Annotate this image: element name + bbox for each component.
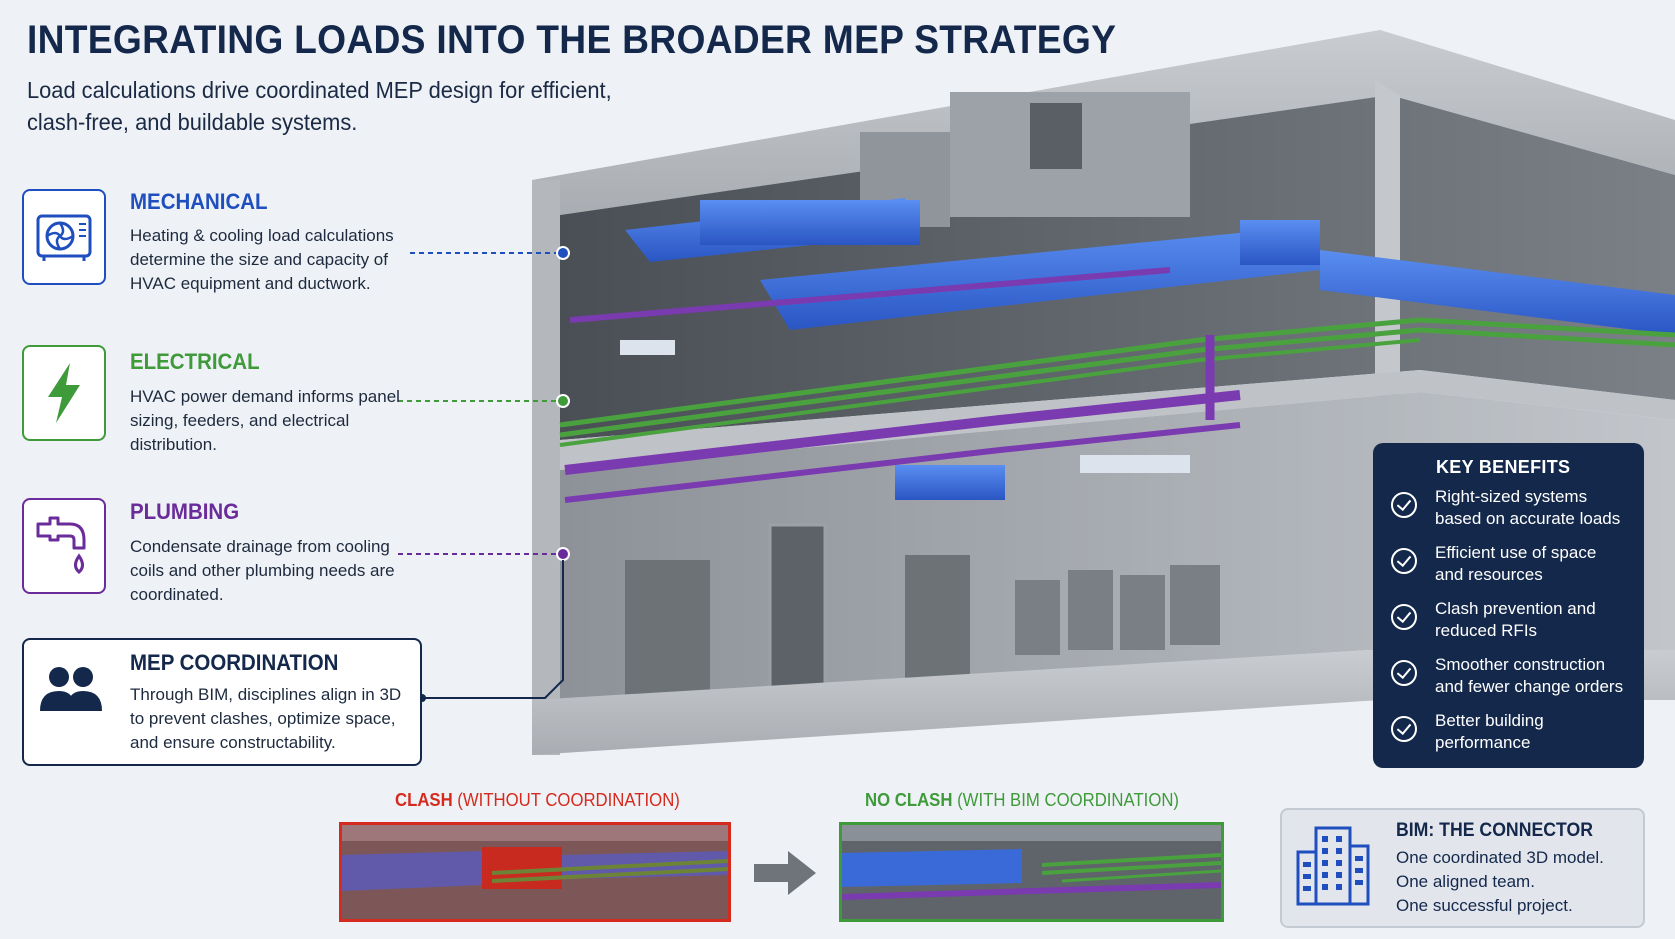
benefit-text: Right-sized systems based on accurate lo… — [1435, 487, 1621, 528]
electrical-text: HVAC power demand informs panel sizing, … — [130, 387, 400, 454]
electrical-title: ELECTRICAL — [130, 349, 260, 374]
plumbing-text: Condensate drainage from cooling coils a… — [130, 537, 395, 604]
benefit-item: Better building performance — [1391, 710, 1628, 754]
bim-line: One successful project. — [1396, 896, 1573, 915]
check-circle-icon — [1391, 660, 1417, 686]
check-circle-icon — [1391, 716, 1417, 742]
clash-label-detail: (WITHOUT COORDINATION) — [452, 790, 680, 810]
electrical-icon-box — [22, 345, 106, 441]
mechanical-text: Heating & cooling load calculations dete… — [130, 226, 394, 293]
bim-connector-title: BIM: THE CONNECTOR — [1396, 820, 1593, 841]
team-icon — [40, 667, 102, 711]
key-benefits-panel: KEY BENEFITS Right-sized systems based o… — [1373, 443, 1644, 768]
mechanical-title: MECHANICAL — [130, 189, 268, 214]
plumbing-icon-box — [22, 498, 106, 594]
benefit-text: Smoother construction and fewer change o… — [1435, 655, 1624, 696]
bim-line: One coordinated 3D model. — [1396, 848, 1604, 867]
benefit-item: Smoother construction and fewer change o… — [1391, 654, 1628, 698]
clash-scene-image — [342, 825, 728, 919]
no-clash-label-detail: (WITH BIM COORDINATION) — [952, 790, 1180, 810]
check-circle-icon — [1391, 492, 1417, 518]
page-title: INTEGRATING LOADS INTO THE BROADER MEP S… — [27, 18, 1117, 62]
check-circle-icon — [1391, 548, 1417, 574]
mep-coordination-text: Through BIM, disciplines align in 3D to … — [130, 685, 402, 752]
benefit-item: Efficient use of space and resources — [1391, 542, 1628, 586]
bim-line: One aligned team. — [1396, 872, 1535, 891]
check-circle-icon — [1391, 604, 1417, 630]
building-icon — [1296, 826, 1370, 906]
mep-coordination-title: MEP COORDINATION — [130, 650, 339, 675]
benefit-text: Better building performance — [1435, 711, 1544, 752]
mechanical-icon-box — [22, 189, 106, 285]
plumbing-title: PLUMBING — [130, 499, 240, 524]
no-clash-scene-image — [842, 825, 1221, 919]
benefit-item: Clash prevention and reduced RFIs — [1391, 598, 1628, 642]
arrow-right-icon — [754, 851, 816, 895]
benefit-text: Clash prevention and reduced RFIs — [1435, 599, 1596, 640]
page-subtitle: Load calculations drive coordinated MEP … — [27, 77, 612, 135]
no-clash-thumbnail — [839, 822, 1224, 922]
benefit-item: Right-sized systems based on accurate lo… — [1391, 486, 1628, 530]
hvac-unit-icon — [36, 214, 92, 261]
faucet-drop-icon — [36, 516, 86, 574]
no-clash-label: NO CLASH — [865, 790, 953, 810]
clash-thumbnail — [339, 822, 731, 922]
key-benefits-title: KEY BENEFITS — [1436, 457, 1571, 477]
clash-label: CLASH — [395, 790, 453, 810]
lightning-bolt-icon — [48, 363, 80, 423]
no-clash-caption: NO CLASH (WITH BIM COORDINATION) — [865, 790, 1179, 811]
clash-caption: CLASH (WITHOUT COORDINATION) — [395, 790, 680, 811]
benefit-text: Efficient use of space and resources — [1435, 543, 1597, 584]
